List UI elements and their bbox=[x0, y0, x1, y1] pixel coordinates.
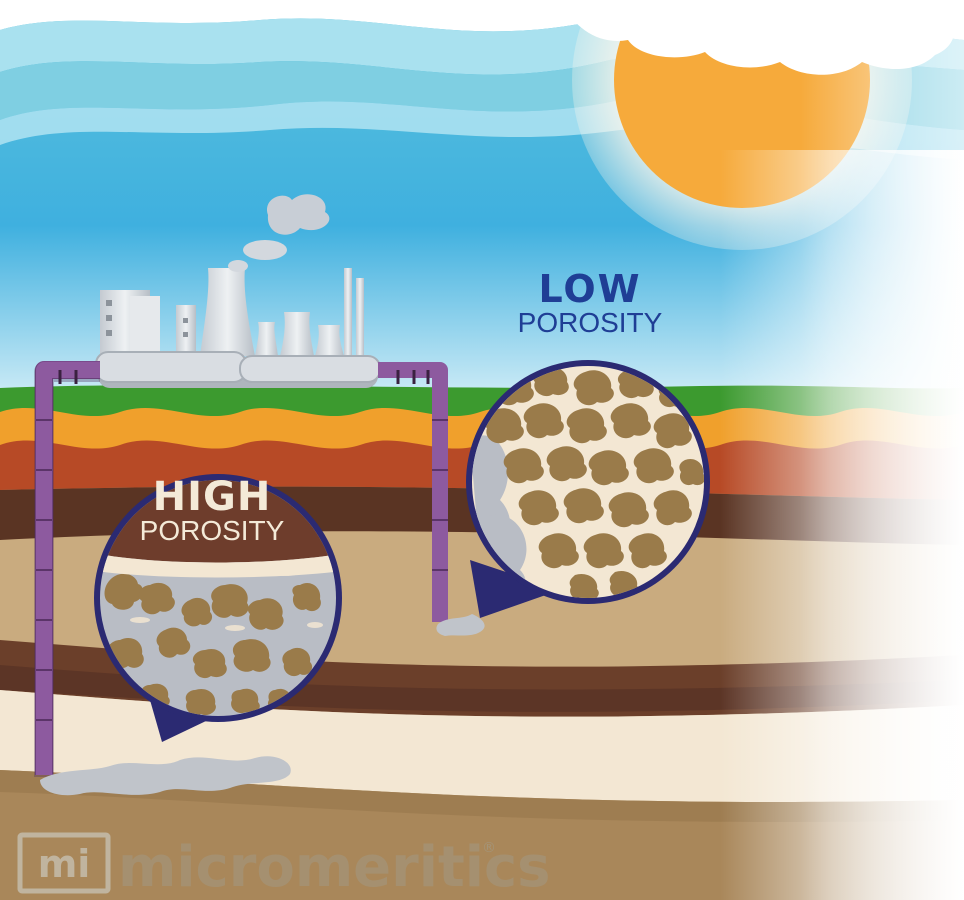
low-porosity-bubble bbox=[466, 360, 710, 618]
pipe-icon bbox=[34, 361, 448, 777]
registered-mark: ® bbox=[482, 840, 496, 856]
smoke-icon bbox=[228, 194, 330, 272]
low-porosity-label-word: LOW bbox=[538, 267, 641, 311]
logo-mark-text: mi bbox=[38, 842, 91, 886]
high-porosity-label-sub: POROSITY bbox=[140, 515, 285, 546]
high-porosity-label-word: HIGH bbox=[153, 474, 272, 520]
low-porosity-label-sub: POROSITY bbox=[518, 307, 663, 338]
high-porosity-bubble: HIGH POROSITY bbox=[94, 474, 342, 742]
brand-name: micromeritics bbox=[118, 835, 550, 900]
factory-icon bbox=[95, 268, 381, 388]
brand-watermark: mi micromeritics ® bbox=[17, 832, 550, 900]
gas-plume bbox=[40, 614, 485, 796]
logo-icon: mi bbox=[17, 832, 111, 894]
